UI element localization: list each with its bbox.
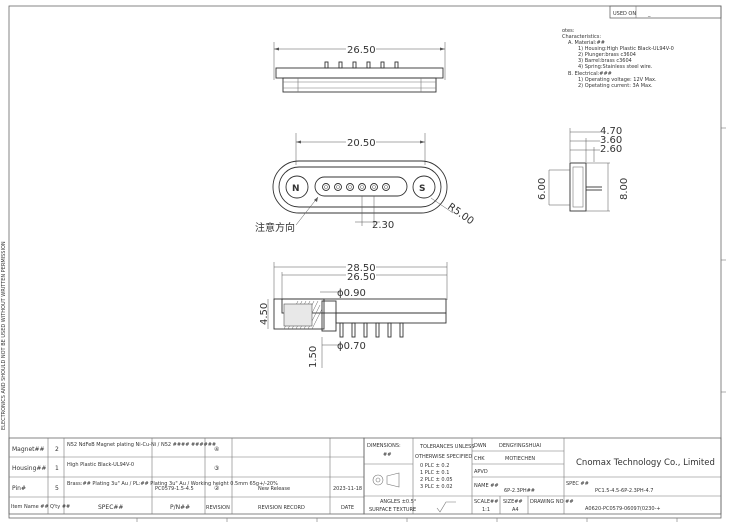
notes-block: otes: Characteristics: A. Material:## 1)… <box>562 28 674 89</box>
grid-labels <box>136 518 678 522</box>
dimensions-label: DIMENSIONS: <box>367 443 401 449</box>
apvd-label: APVD <box>474 469 488 475</box>
size-value: A4 <box>512 507 519 513</box>
south-label: S <box>419 184 425 194</box>
tolerance-label: TOLERANCES UNLESS <box>419 444 474 450</box>
bom-header-revision: REVISION <box>206 505 230 511</box>
sheet-border <box>8 5 722 519</box>
tolerance-row: 0 PLC ± 0.2 <box>420 463 449 469</box>
bom-row-name: Pin# <box>12 485 26 492</box>
face-view: 20.50 N S R5.00 2.30 注意方向 <box>255 133 476 234</box>
chk-name: MOTIECHEN <box>505 456 535 462</box>
dim-section-1: 28.50 <box>347 263 376 274</box>
bom-row-spec: N52 NdFeB Magnet plating Ni-Cu-Ni / N52 … <box>67 442 216 448</box>
dim-side-3: 2.60 <box>600 144 622 155</box>
magnet-north <box>285 175 309 199</box>
surface-texture-icon <box>436 501 456 513</box>
bom-header-record: REVISION RECORD <box>258 505 305 511</box>
magnet-south <box>412 175 436 199</box>
dim-pitch: 2.30 <box>372 220 394 231</box>
chk-label: CHK <box>474 456 485 462</box>
note-line: 3) Barrel:brass c3604 <box>578 58 632 64</box>
bom-row-date: 2023-11-18 <box>333 486 362 492</box>
drawing-no-label: DRAWING NO ## <box>530 499 574 505</box>
note-line: 2) Plunger:brass c3604 <box>578 52 636 58</box>
note-line: Characteristics: <box>562 34 601 40</box>
svg-text:_: _ <box>647 11 651 17</box>
dim-radius: R5.00 <box>445 201 475 227</box>
housing-outline <box>272 160 448 214</box>
tolerance-row: 3 PLC ± 0.02 <box>420 484 453 490</box>
bom-header-name: Item Name ## <box>11 504 49 510</box>
bom-row-rev: ② <box>214 485 220 492</box>
dim-section-h2: 1.50 <box>308 346 319 368</box>
spec-label: SPEC ## <box>566 481 589 487</box>
top-view: 26.50 <box>273 42 446 93</box>
dim-height-1: 6.00 <box>537 178 548 200</box>
bom-row-rev: ③ <box>214 465 219 472</box>
name-value: 6P-2.3PH## <box>504 488 535 494</box>
dim-section-2: 26.50 <box>347 272 376 283</box>
bom-row-name: Housing## <box>12 465 46 472</box>
used-on-box <box>609 5 722 19</box>
note-line: A. Material:## <box>568 40 605 46</box>
bom-header-spec: SPEC## <box>98 504 123 511</box>
projection-symbol-icon <box>372 472 400 488</box>
dwn-name: DENGYINGSHUAI <box>499 443 541 449</box>
tolerance-row: 2 PLC ± 0.05 <box>420 477 453 483</box>
note-line: 4) Spring:Stainless steel wire. <box>578 64 653 70</box>
surface-label: SURFACE TEXTURE <box>369 507 416 513</box>
dwn-label: DWN <box>474 443 487 449</box>
bom-row-name: Magnet## <box>12 446 45 453</box>
bom-row-pn: PC0579-1.5-4.5 <box>155 486 194 492</box>
bom-header-qty: Q'ty ## <box>50 504 70 510</box>
bom-header-pn: P/N## <box>170 504 190 511</box>
north-label: N <box>292 184 300 194</box>
side-permission-text: ELECTRONICS AND SHOULD NOT BE USED WITHO… <box>1 241 7 430</box>
bom-row-qty: 5 <box>55 485 59 492</box>
scale-value: 1:1 <box>482 507 490 513</box>
direction-note: 注意方向 <box>255 221 295 234</box>
pin-strip <box>314 176 408 197</box>
size-label: SIZE## <box>503 499 523 505</box>
scale-label: SCALE## <box>474 499 498 505</box>
bom-row-qty: 1 <box>55 465 59 472</box>
spec-value: PC1.5-4.5-6P-2.3PH-4.7 <box>595 488 653 494</box>
tolerance-row: 1 PLC ± 0.1 <box>420 470 449 476</box>
drawing-no-value: A0620-PC0579-06097(0230-+ <box>585 506 661 512</box>
otherwise-label: OTHERWISE SPECIFIED <box>415 454 472 460</box>
contact-pins <box>322 183 390 191</box>
angles-label: ANGLES ±0.5° <box>380 499 417 505</box>
dim-section-d1: ϕ0.90 <box>337 288 366 299</box>
dim-top-width: 26.50 <box>347 45 376 56</box>
note-line: 1) Operating voltage: 12V Max. <box>578 77 657 83</box>
section-view: 28.50 26.50 ϕ0.90 4.50 ϕ0.70 1.50 <box>259 262 448 368</box>
bom-header-date: DATE <box>341 505 354 511</box>
bom-row-record: New Release <box>258 486 290 492</box>
bom-row-qty: 2 <box>55 446 59 453</box>
note-line: B. Electrical:### <box>568 71 612 77</box>
bom-row-spec: High Plastic Black-UL94V-0 <box>67 462 134 468</box>
side-view: 4.70 3.60 2.60 6.00 8.00 <box>537 126 630 212</box>
dim-section-d2: ϕ0.70 <box>337 341 366 352</box>
notes-title: otes: <box>562 28 575 34</box>
used-on-label: USED ON <box>613 11 636 17</box>
bom-table: Magnet## 2 N52 NdFeB Magnet plating Ni-C… <box>8 437 365 515</box>
dimensions-units: ## <box>383 452 391 458</box>
bom-row-rev: ④ <box>214 446 219 453</box>
dim-side-2: 3.60 <box>600 135 622 146</box>
title-block: DIMENSIONS: ## TOLERANCES UNLESS OTHERWI… <box>363 437 722 515</box>
company-name: Cnomax Technology Co., Limited <box>576 458 715 468</box>
dim-section-h: 4.50 <box>259 303 270 325</box>
bom-row-spec: Brass:## Plating 3u" Au / PL:## Plating … <box>67 481 278 487</box>
dim-side-1: 4.70 <box>600 126 622 137</box>
dim-height-2: 8.00 <box>619 178 630 200</box>
name-label: NAME ## <box>474 483 499 489</box>
note-line: 2) Opetating current: 3A Max. <box>578 83 653 89</box>
note-line: 1) Housing:High Plastic Black-UL94V-0 <box>578 46 674 52</box>
dim-face-width: 20.50 <box>347 138 376 149</box>
